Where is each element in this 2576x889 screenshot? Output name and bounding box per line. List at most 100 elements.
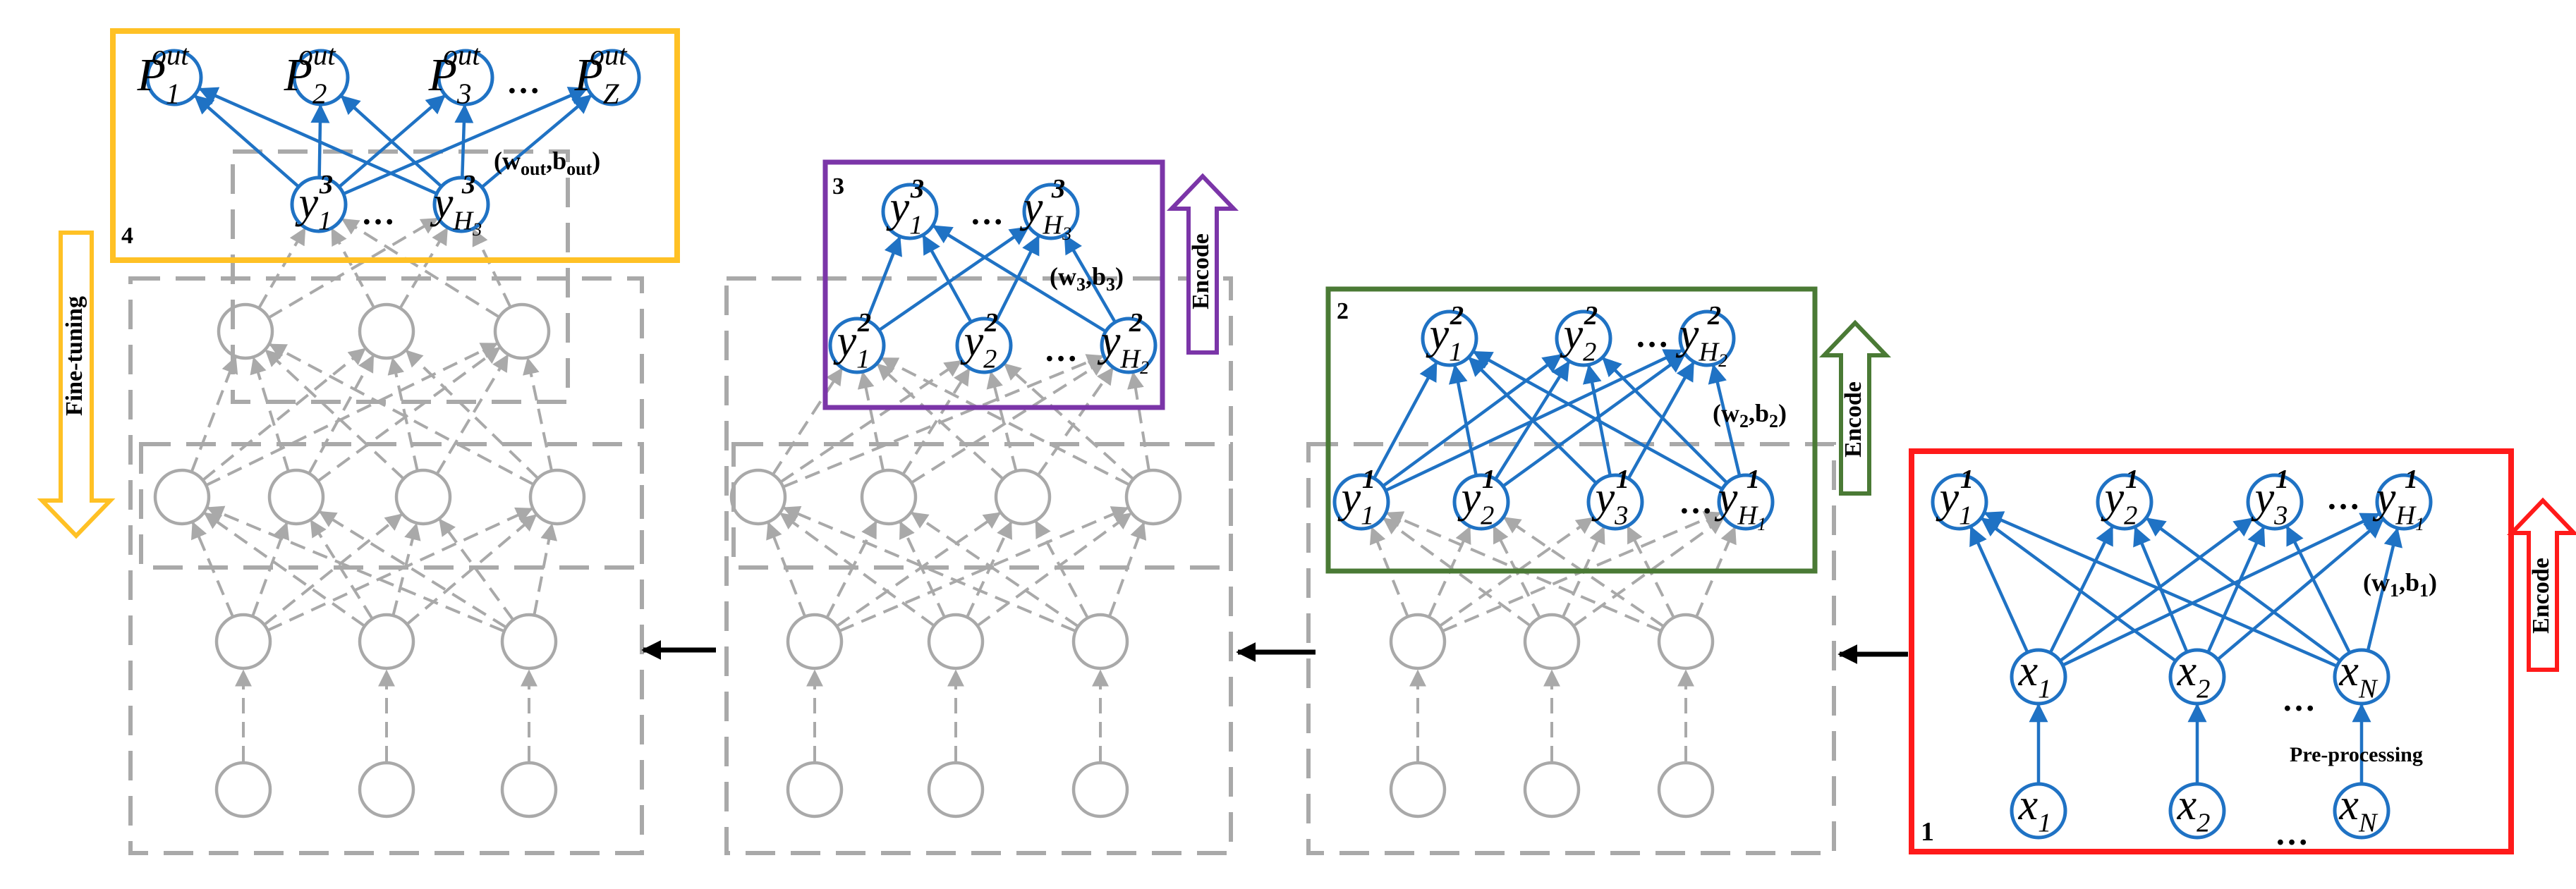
hidden-node: [1100, 317, 1158, 374]
connection: [257, 227, 306, 309]
hidden-node: [1452, 473, 1510, 531]
node-label: y3: [1591, 474, 1629, 530]
connection: [1383, 517, 1531, 627]
connection: [1438, 517, 1594, 627]
node-sup-label: 1: [2125, 465, 2139, 494]
connection: [2059, 517, 2254, 663]
connection: [994, 235, 1040, 323]
input-node: [1389, 761, 1447, 819]
node-sup-label: 1: [1482, 465, 1495, 494]
connection: [203, 512, 366, 627]
hidden-node: [1657, 613, 1715, 670]
node-sup-label: 1: [2405, 465, 2418, 494]
connection: [331, 228, 375, 309]
input-node: [1657, 761, 1715, 819]
preprocessing-label: Pre-processing: [2290, 743, 2423, 766]
stage3-box: [822, 159, 1165, 410]
connection: [1502, 353, 1686, 488]
node-label: y1: [1936, 474, 1973, 530]
active-network-layer: [145, 49, 2433, 840]
connection: [1472, 350, 1723, 491]
ellipsis: …: [2282, 681, 2316, 718]
connection: [1035, 520, 1089, 619]
node-label: y2: [1457, 474, 1495, 530]
connection: [439, 518, 515, 621]
ellipsis: …: [361, 195, 395, 232]
connection: [1627, 361, 1695, 479]
hidden-node: [214, 613, 272, 670]
connection: [865, 235, 902, 321]
connection: [766, 522, 807, 618]
node-sup-label: out: [298, 39, 336, 71]
encode-arrow: [1166, 173, 1239, 355]
hidden-node: [217, 302, 274, 360]
connection: [986, 371, 1018, 472]
node-label: yH3: [1019, 183, 1071, 244]
hidden-node: [358, 613, 415, 670]
node-label: y1: [295, 179, 332, 235]
connection: [190, 356, 238, 473]
connection: [399, 227, 449, 309]
connection: [1983, 511, 2338, 668]
input-node: [786, 761, 844, 819]
node-label: y1: [833, 317, 870, 374]
finetune-label: Fine-tuning: [61, 296, 87, 416]
node-label: y1: [1426, 310, 1463, 367]
connection: [1037, 367, 1114, 476]
connection: [318, 510, 507, 629]
connection: [2062, 513, 2381, 667]
input-node: [500, 761, 558, 819]
connection: [1572, 517, 1725, 627]
raw-input-node: [2168, 782, 2226, 840]
connection: [772, 367, 843, 476]
node-sup-label: 2: [1450, 301, 1464, 331]
output-node: [583, 49, 641, 106]
ellipsis: …: [1044, 331, 1078, 369]
hidden-node: [528, 468, 586, 526]
weight-bias-label: (wout,bout): [494, 147, 600, 179]
connection: [1382, 353, 1562, 488]
connection: [1448, 364, 1478, 477]
connection: [198, 87, 438, 195]
connection: [1708, 364, 1742, 477]
connection: [2285, 525, 2352, 654]
connection: [1108, 522, 1147, 618]
input-node: [927, 761, 985, 819]
connection: [2146, 517, 2341, 663]
hidden-node: [1022, 183, 1080, 240]
ellipsis: …: [2326, 479, 2360, 517]
input-node: [1071, 761, 1129, 819]
connection: [263, 513, 403, 626]
connection: [435, 354, 509, 475]
hidden-node: [881, 183, 939, 240]
connection: [825, 520, 877, 619]
hidden-node: [729, 468, 787, 526]
hidden-node: [994, 468, 1052, 526]
hidden-node: [394, 468, 452, 526]
hidden-node: [1071, 613, 1129, 670]
node-sup-label: 1: [1960, 465, 1974, 494]
dashed-box: [139, 442, 644, 570]
node-label: y2: [1560, 310, 1597, 367]
hidden-node: [432, 176, 490, 233]
ellipsis: …: [1635, 317, 1669, 355]
connection: [976, 513, 1132, 627]
node-sup-label: 3: [461, 170, 475, 200]
connection: [341, 218, 500, 319]
output-node: [292, 49, 350, 106]
hidden-node: [1421, 309, 1478, 367]
input-node: [214, 761, 272, 819]
node-label: PZ: [573, 49, 619, 109]
stage4-box: [110, 28, 680, 263]
node-sup-label: 2: [1707, 301, 1721, 331]
connection: [533, 522, 557, 616]
output-node: [437, 49, 494, 106]
raw-input-node: [2333, 782, 2390, 840]
node-sup-label: 1: [1362, 465, 1375, 494]
node-label: x1: [2018, 647, 2052, 704]
encode-label: Encode: [1188, 233, 1214, 309]
connection: [782, 354, 1105, 489]
connection: [405, 350, 540, 479]
connection: [308, 355, 375, 474]
